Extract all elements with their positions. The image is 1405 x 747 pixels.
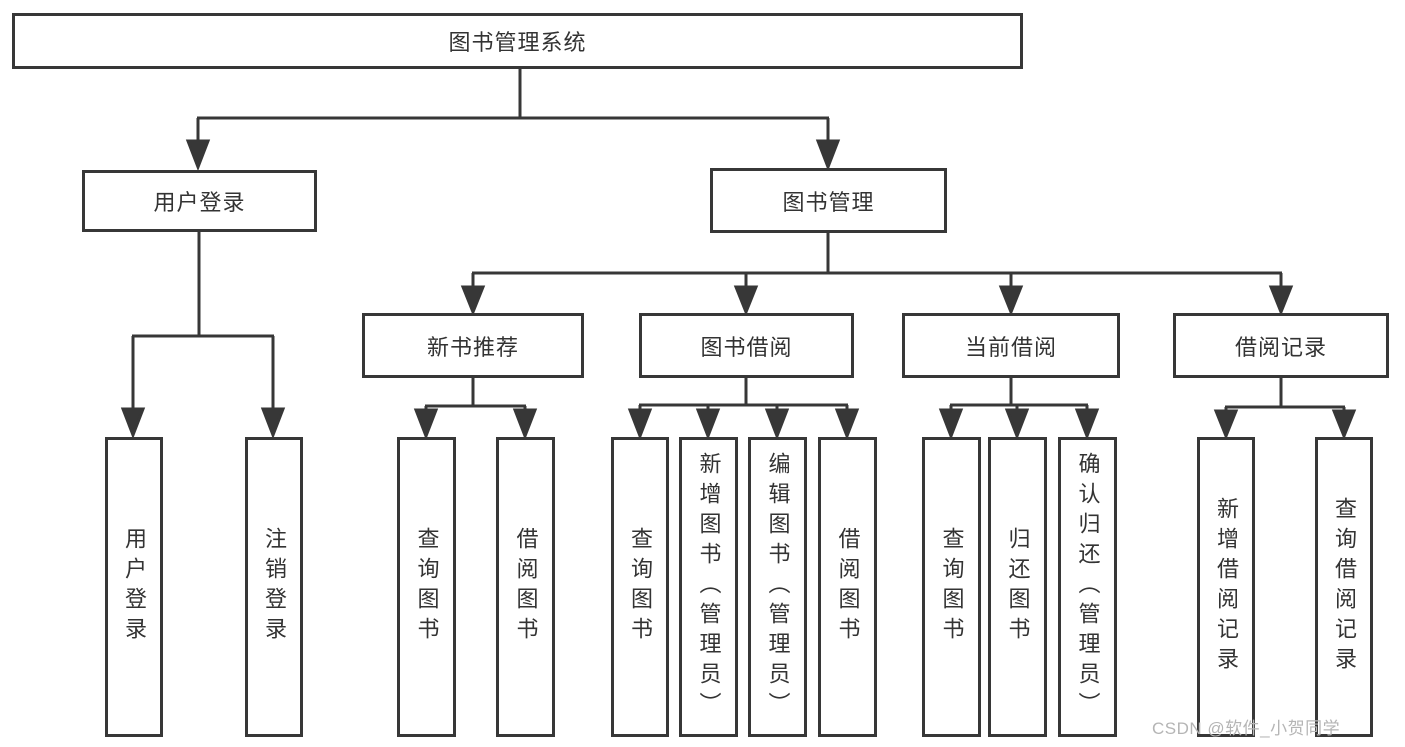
node-label: 新书推荐	[426, 334, 519, 360]
connector-current-borrow-to-children	[938, 378, 1100, 441]
watermark: CSDN @软件_小贺同学	[1152, 719, 1341, 738]
connector-book-management-to-level3	[460, 233, 1294, 317]
node-label: 查询图书	[414, 527, 440, 647]
node-label: 用户登录	[122, 527, 147, 647]
node-label: 确认归还（管理员）	[1075, 452, 1101, 722]
node-label: 当前借阅	[964, 334, 1057, 360]
connector-root-to-level2	[185, 69, 841, 172]
leaf-confirm-return-admin: 确认归还（管理员）	[1058, 437, 1117, 737]
leaf-query-books-3: 查询图书	[922, 437, 981, 737]
node-label: 图书管理	[782, 189, 875, 215]
node-label: 注销登录	[262, 527, 287, 647]
node-label: 查询图书	[628, 527, 653, 647]
leaf-borrow-books-1: 借阅图书	[496, 437, 555, 737]
node-label: 新增借阅记录	[1214, 497, 1239, 677]
node-label: 查询借阅记录	[1332, 497, 1357, 677]
node-book-management: 图书管理	[710, 168, 947, 233]
leaf-logout: 注销登录	[245, 437, 303, 737]
connector-borrow-records-to-children	[1213, 378, 1357, 441]
node-current-borrow: 当前借阅	[902, 313, 1120, 378]
connector-book-borrow-to-children	[627, 378, 860, 441]
node-user-login: 用户登录	[82, 170, 317, 232]
node-label: 图书借阅	[700, 334, 793, 360]
node-label: 新增图书（管理员）	[696, 452, 722, 722]
node-label: 查询图书	[939, 527, 965, 647]
connector-new-book-rec-to-children	[413, 378, 538, 441]
leaf-borrow-books-2: 借阅图书	[818, 437, 877, 737]
node-label: 借阅图书	[513, 527, 539, 647]
leaf-user-login: 用户登录	[105, 437, 163, 737]
leaf-edit-books-admin: 编辑图书（管理员）	[748, 437, 807, 737]
leaf-add-borrow-record: 新增借阅记录	[1197, 437, 1255, 737]
leaf-query-books-1: 查询图书	[397, 437, 456, 737]
node-new-book-recommend: 新书推荐	[362, 313, 584, 378]
node-label: 图书管理系统	[448, 30, 587, 55]
node-label: 编辑图书（管理员）	[765, 452, 791, 722]
node-label: 借阅记录	[1234, 334, 1327, 360]
leaf-query-borrow-record: 查询借阅记录	[1315, 437, 1373, 737]
leaf-add-books-admin: 新增图书（管理员）	[679, 437, 738, 737]
node-label: 借阅图书	[835, 527, 861, 647]
node-label: 归还图书	[1005, 527, 1031, 647]
connector-user-login-to-children	[120, 232, 286, 440]
node-borrow-records: 借阅记录	[1173, 313, 1389, 378]
node-label: 用户登录	[153, 190, 246, 215]
leaf-query-books-2: 查询图书	[611, 437, 669, 737]
node-book-borrow: 图书借阅	[639, 313, 854, 378]
node-book-management-system: 图书管理系统	[12, 13, 1023, 69]
leaf-return-books: 归还图书	[988, 437, 1047, 737]
